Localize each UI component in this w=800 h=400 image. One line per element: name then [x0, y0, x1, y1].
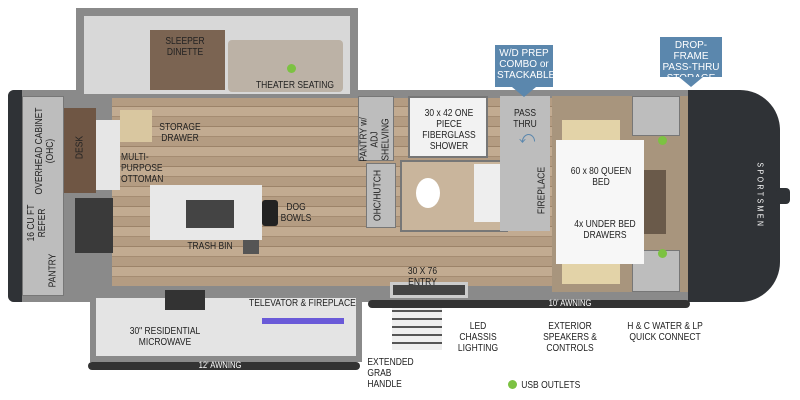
usb-outlet-icon — [287, 64, 296, 73]
awning-10 — [368, 300, 690, 308]
label-entry: 30 X 76 ENTRY — [407, 266, 438, 288]
usb-legend-icon — [508, 380, 517, 389]
microwave-icon — [165, 290, 205, 310]
nightstand-top — [562, 120, 620, 142]
entry-steps — [392, 300, 442, 350]
nightstand-bottom — [562, 262, 620, 284]
pass-thru-arrow-icon: ⤺ — [518, 127, 536, 147]
label-pantry: PANTRY — [47, 253, 59, 288]
label-ohc-hutch: OHC/HUTCH — [372, 170, 384, 221]
label-awning-12: 12' AWNING — [198, 360, 242, 370]
hitch — [776, 188, 790, 204]
lower-slideout-interior — [96, 298, 356, 356]
pantry-cabinet — [358, 96, 394, 161]
label-sleeper-dinette: SLEEPER DINETTE — [165, 36, 205, 58]
shower — [408, 96, 488, 158]
rear-cap — [8, 90, 22, 302]
label-queen-bed: 60 x 80 QUEEN BED — [570, 166, 632, 188]
wardrobe-top — [632, 96, 680, 136]
theater-seats — [228, 40, 343, 92]
label-led-lighting: LED CHASSIS LIGHTING — [457, 321, 499, 354]
label-storage-drawer: STORAGE DRAWER — [159, 122, 201, 144]
drop-frame-callout: DROP-FRAME PASS-THRU STORAGE — [660, 37, 722, 87]
toilet-icon — [416, 178, 440, 208]
headboard — [644, 170, 666, 234]
pass-thru-area — [500, 96, 550, 231]
label-dog-bowls: DOG BOWLS — [280, 202, 312, 224]
ottoman — [96, 120, 120, 190]
brand-text: SPORTSMEN — [755, 162, 765, 229]
hutch-cabinet — [366, 163, 396, 228]
label-refer: 16 CU FT REFER — [26, 204, 48, 242]
wd-prep-callout: W/D PREP COMBO or STACKABLE — [495, 45, 555, 97]
label-awning-10: 10' AWNING — [548, 298, 592, 308]
trash-bin-icon — [243, 240, 259, 254]
storage-drawer — [120, 110, 152, 142]
fireplace-glow — [262, 318, 344, 324]
desk — [64, 108, 96, 193]
label-desk: DESK — [74, 135, 86, 160]
label-grab-handle: EXTENDED GRAB HANDLE — [367, 357, 414, 390]
dinette-table — [150, 30, 225, 90]
rear-cabinets — [22, 96, 64, 296]
sink-icon — [186, 200, 234, 228]
refrigerator — [75, 198, 113, 253]
queen-bed — [556, 140, 644, 264]
label-water-lp: H & C WATER & LP QUICK CONNECT — [627, 321, 703, 343]
entry-door — [390, 282, 468, 298]
label-theater-seating: THEATER SEATING — [255, 80, 335, 91]
usb-outlet-icon — [658, 136, 667, 145]
label-pass-thru: PASS THRU — [513, 108, 537, 130]
label-fireplace: FIREPLACE — [536, 166, 548, 215]
label-microwave: 30" RESIDENTIAL MICROWAVE — [129, 326, 201, 348]
label-under-bed: 4x UNDER BED DRAWERS — [574, 219, 636, 241]
label-pantry-adj: PANTRY w/ ADJ SHELVING — [358, 117, 392, 162]
label-overhead-cabinet: OVERHEAD CABINET (OHC) — [34, 107, 56, 195]
label-usb-outlets: USB OUTLETS — [521, 380, 581, 391]
label-ottoman: MULTI-PURPOSE OTTOMAN — [121, 152, 164, 185]
label-trash-bin: TRASH BIN — [187, 241, 233, 252]
front-cap — [688, 90, 780, 302]
label-speakers: EXTERIOR SPEAKERS & CONTROLS — [543, 321, 597, 354]
label-televator: TELEVATOR & FIREPLACE — [249, 298, 356, 309]
awning-12 — [88, 362, 360, 370]
dog-bowls-icon — [262, 200, 278, 226]
label-shower: 30 x 42 ONE PIECE FIBERGLASS SHOWER — [422, 108, 476, 152]
usb-outlet-icon — [658, 249, 667, 258]
